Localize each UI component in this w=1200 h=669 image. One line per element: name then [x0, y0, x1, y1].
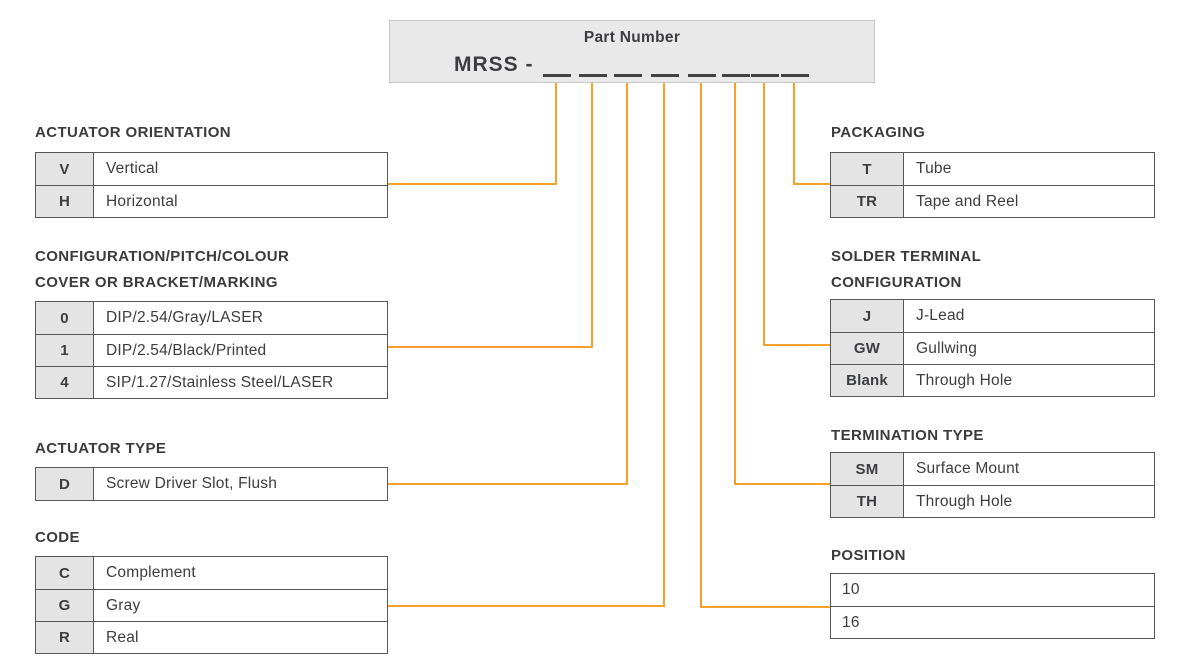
- code-cell: 0: [36, 302, 94, 334]
- table-row: GW Gullwing: [831, 332, 1154, 364]
- value-cell: Tube: [916, 160, 952, 177]
- value-cell: Horizontal: [106, 192, 178, 210]
- value-cell: Through Hole: [916, 492, 1013, 510]
- table-row: 4 SIP/1.27/Stainless Steel/LASER: [36, 366, 387, 398]
- wire-termination-type: [734, 83, 831, 485]
- value-cell: Tape and Reel: [916, 192, 1019, 210]
- value-cell: Surface Mount: [916, 460, 1020, 477]
- heading-configuration-line1: CONFIGURATION/PITCH/COLOUR: [35, 248, 290, 265]
- part-number-blank-7: [751, 74, 779, 77]
- part-number-blank-4: [651, 74, 679, 77]
- heading-solder-terminal: SOLDER TERMINAL CONFIGURATION: [831, 244, 981, 296]
- code-cell: GW: [831, 333, 904, 364]
- wire-actuator-type: [388, 83, 628, 485]
- table-row: 0 DIP/2.54/Gray/LASER: [36, 302, 387, 334]
- wire-actuator-orientation: [388, 83, 557, 185]
- code-cell: J: [831, 300, 904, 332]
- wire-position: [700, 83, 831, 608]
- heading-actuator-orientation: ACTUATOR ORIENTATION: [35, 124, 232, 141]
- wire-configuration: [388, 83, 593, 348]
- value-cell: Gullwing: [916, 339, 978, 357]
- heading-solder-terminal-line1: SOLDER TERMINAL: [831, 248, 982, 265]
- wire-solder-terminal: [763, 83, 831, 346]
- code-cell: G: [36, 590, 94, 621]
- code-cell: V: [36, 153, 94, 185]
- table-termination-type: SM Surface Mount TH Through Hole: [830, 452, 1155, 518]
- part-number-blank-6: [722, 74, 750, 77]
- code-cell: R: [36, 622, 94, 653]
- code-cell: TR: [831, 186, 904, 217]
- heading-position: POSITION: [831, 547, 906, 564]
- table-row: J J-Lead: [831, 300, 1154, 332]
- value-cell: Complement: [106, 564, 196, 581]
- code-cell: SM: [831, 453, 904, 485]
- table-row: SM Surface Mount: [831, 453, 1154, 485]
- code-cell: 1: [36, 335, 94, 366]
- value-cell: Real: [106, 628, 139, 646]
- heading-actuator-type: ACTUATOR TYPE: [35, 440, 167, 457]
- table-row: Blank Through Hole: [831, 364, 1154, 396]
- wire-packaging: [793, 83, 831, 185]
- table-configuration: 0 DIP/2.54/Gray/LASER 1 DIP/2.54/Black/P…: [35, 301, 388, 399]
- table-row: 1 DIP/2.54/Black/Printed: [36, 334, 387, 366]
- table-row: G Gray: [36, 589, 387, 621]
- heading-configuration: CONFIGURATION/PITCH/COLOUR COVER OR BRAC…: [35, 244, 289, 296]
- code-cell: Blank: [831, 365, 904, 396]
- table-row: TH Through Hole: [831, 485, 1154, 517]
- table-row: 10: [831, 574, 1154, 606]
- table-row: R Real: [36, 621, 387, 653]
- value-cell: SIP/1.27/Stainless Steel/LASER: [106, 373, 334, 391]
- table-actuator-orientation: V Vertical H Horizontal: [35, 152, 388, 218]
- part-number-box: Part Number MRSS -: [389, 20, 875, 83]
- part-number-blank-1: [543, 74, 571, 77]
- table-row: 16: [831, 606, 1154, 638]
- heading-termination-type: TERMINATION TYPE: [831, 427, 984, 444]
- code-cell: TH: [831, 486, 904, 517]
- code-cell: T: [831, 153, 904, 185]
- heading-configuration-line2: COVER OR BRACKET/MARKING: [35, 274, 278, 291]
- table-row: TR Tape and Reel: [831, 185, 1154, 217]
- value-cell: 10: [842, 581, 860, 598]
- table-code: C Complement G Gray R Real: [35, 556, 388, 654]
- value-cell: DIP/2.54/Gray/LASER: [106, 309, 264, 326]
- value-cell: 16: [842, 613, 860, 631]
- table-solder-terminal: J J-Lead GW Gullwing Blank Through Hole: [830, 299, 1155, 397]
- table-packaging: T Tube TR Tape and Reel: [830, 152, 1155, 218]
- table-row: D Screw Driver Slot, Flush: [36, 468, 387, 500]
- value-cell: Through Hole: [916, 371, 1013, 389]
- wire-code: [388, 83, 665, 607]
- code-cell: 4: [36, 367, 94, 398]
- part-number-prefix: MRSS -: [454, 53, 534, 76]
- value-cell: Screw Driver Slot, Flush: [106, 475, 278, 492]
- value-cell: Gray: [106, 596, 141, 614]
- value-cell: DIP/2.54/Black/Printed: [106, 341, 267, 359]
- heading-packaging: PACKAGING: [831, 124, 926, 141]
- code-cell: D: [36, 468, 94, 500]
- part-number-blank-5: [688, 74, 716, 77]
- heading-solder-terminal-line2: CONFIGURATION: [831, 274, 962, 291]
- table-row: H Horizontal: [36, 185, 387, 217]
- table-row: C Complement: [36, 557, 387, 589]
- part-number-blank-8: [781, 74, 809, 77]
- part-number-title: Part Number: [583, 29, 681, 46]
- table-row: V Vertical: [36, 153, 387, 185]
- code-cell: C: [36, 557, 94, 589]
- code-cell: H: [36, 186, 94, 217]
- table-actuator-type: D Screw Driver Slot, Flush: [35, 467, 388, 501]
- part-number-blank-3: [614, 74, 642, 77]
- table-row: T Tube: [831, 153, 1154, 185]
- value-cell: J-Lead: [916, 307, 965, 324]
- table-position: 10 16: [830, 573, 1155, 639]
- value-cell: Vertical: [106, 160, 159, 177]
- part-number-blank-2: [579, 74, 607, 77]
- heading-code: CODE: [35, 529, 80, 546]
